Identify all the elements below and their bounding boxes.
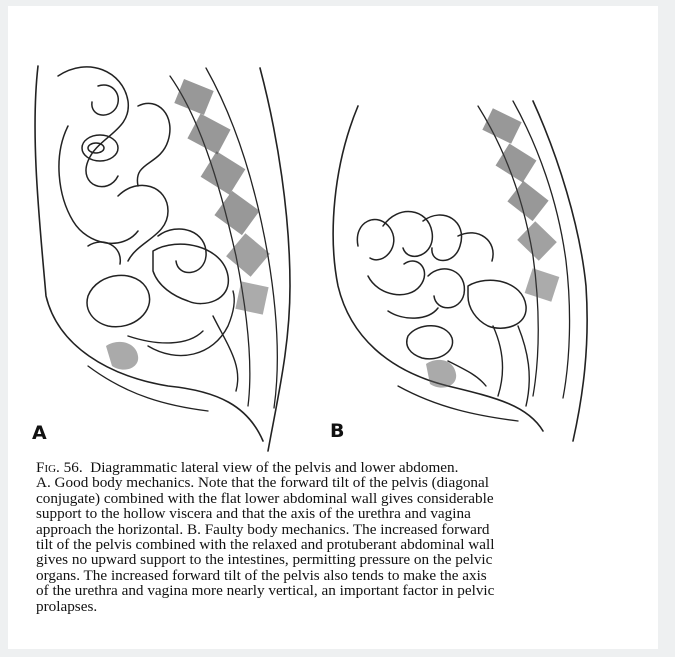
spine-vertebrae-b <box>478 101 570 398</box>
caption-line-8: organs. The increased forward tilt of th… <box>36 568 616 583</box>
pelvis-illustration-b <box>328 86 628 456</box>
figure-caption: Fig. 56. Diagrammatic lateral view of th… <box>36 460 616 614</box>
bladder-outline <box>87 275 150 326</box>
uterus-outline-b <box>468 280 526 328</box>
panel-label-a: A <box>32 422 47 444</box>
caption-line-6: tilt of the pelvis combined with the rel… <box>36 537 616 552</box>
caption-line-10: prolapses. <box>36 599 616 614</box>
rectum-outline-b <box>518 326 529 406</box>
pubic-bone-b <box>426 360 456 388</box>
vaginal-axis-b <box>493 326 503 396</box>
caption-line-2: A. Good body mechanics. Note that the fo… <box>36 475 616 490</box>
anatomical-figure: A B <box>8 6 658 456</box>
vaginal-axis <box>148 291 234 356</box>
pubic-bone <box>106 342 138 370</box>
book-page: A B Fig. 56. Diagrammatic lateral view o… <box>8 6 658 649</box>
back-contour-b <box>533 101 587 441</box>
caption-line-7: gives no upward support to the intestine… <box>36 552 616 567</box>
intestine-loops-b <box>357 212 493 319</box>
urethra-axis <box>128 331 203 343</box>
rectum-outline <box>213 316 238 391</box>
uterus-outline <box>153 244 228 303</box>
caption-line-4: support to the hollow viscera and that t… <box>36 506 616 521</box>
caption-line-3: conjugate) combined with the flat lower … <box>36 491 616 506</box>
pelvis-illustration-a <box>28 46 328 456</box>
caption-line-1: Fig. 56. Diagrammatic lateral view of th… <box>36 460 616 475</box>
spine-vertebrae <box>170 68 277 408</box>
panel-label-b: B <box>330 420 344 442</box>
caption-line-9: of the urethra and vagina more nearly ve… <box>36 583 616 598</box>
bladder-outline-b <box>407 326 453 359</box>
caption-line-5: approach the horizontal. B. Faulty body … <box>36 522 616 537</box>
